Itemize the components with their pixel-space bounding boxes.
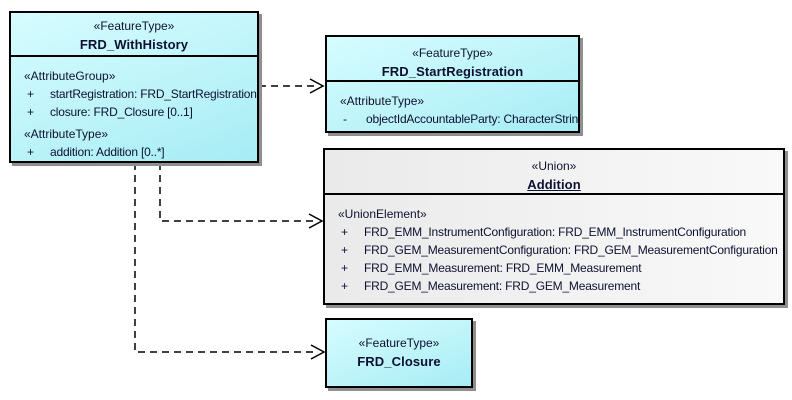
visibility-prefix: + [341,225,348,239]
attribute-row[interactable]: + FRD_GEM_Measurement: FRD_GEM_Measureme… [341,279,641,293]
class-stereotype: «Union» [531,159,577,173]
class-name: FRD_StartRegistration [381,64,524,79]
dependency-arrowhead-closure [310,344,326,360]
dependency-arrowhead-startregistration [309,78,325,94]
attribute-row[interactable]: + startRegistration: FRD_StartRegistrati… [27,87,257,101]
attribute-row[interactable]: + FRD_EMM_Measurement: FRD_EMM_Measureme… [341,261,642,275]
dependency-arrow-closure[interactable] [134,163,318,353]
stereotype-row: «UnionElement» [338,207,427,221]
attribute-row[interactable]: + FRD_EMM_InstrumentConfiguration: FRD_E… [341,225,747,239]
class-box-frd-startregistration[interactable]: «FeatureType» FRD_StartRegistration «Att… [325,35,580,133]
class-stereotype: «FeatureType» [412,46,493,60]
attributes-compartment: «AttributeGroup» + startRegistration: FR… [11,57,257,161]
class-stereotype: «FeatureType» [93,19,175,33]
class-name: Addition [527,177,581,192]
visibility-prefix: + [341,279,348,293]
visibility-prefix: + [27,87,34,101]
class-header: «Union» Addition [325,150,783,195]
visibility-prefix: + [341,243,348,257]
attributes-compartment: «UnionElement» + FRD_EMM_InstrumentConfi… [325,195,783,295]
stereotype-row: «AttributeType» [340,94,425,108]
class-box-addition[interactable]: «Union» Addition «UnionElement» + FRD_EM… [323,148,785,305]
attributes-compartment: «AttributeType» - objectIdAccountablePar… [327,82,578,128]
visibility-prefix: - [343,112,347,126]
class-header: «FeatureType» FRD_Closure [327,320,471,386]
dependency-arrow-addition[interactable] [159,163,316,222]
dependency-arrowhead-addition [308,213,324,229]
stereotype-row: «AttributeType» [24,127,109,141]
class-box-frd-closure[interactable]: «FeatureType» FRD_Closure [325,318,473,388]
attribute-row[interactable]: + addition: Addition [0..*] [27,145,165,159]
visibility-prefix: + [27,105,34,119]
attribute-row[interactable]: + closure: FRD_Closure [0..1] [27,105,193,119]
stereotype-row: «AttributeGroup» [24,69,116,83]
attribute-row[interactable]: - objectIdAccountableParty: CharacterStr… [343,112,578,126]
visibility-prefix: + [27,145,34,159]
attribute-row[interactable]: + FRD_GEM_MeasurementConfiguration: FRD_… [341,243,778,257]
class-box-frd-withhistory[interactable]: «FeatureType» FRD_WithHistory «Attribute… [9,11,259,163]
class-header: «FeatureType» FRD_WithHistory [11,13,257,57]
class-name: FRD_WithHistory [79,37,189,52]
class-header: «FeatureType» FRD_StartRegistration [327,37,578,82]
visibility-prefix: + [341,261,348,275]
class-stereotype: «FeatureType» [358,336,440,350]
class-name: FRD_Closure [357,354,441,369]
